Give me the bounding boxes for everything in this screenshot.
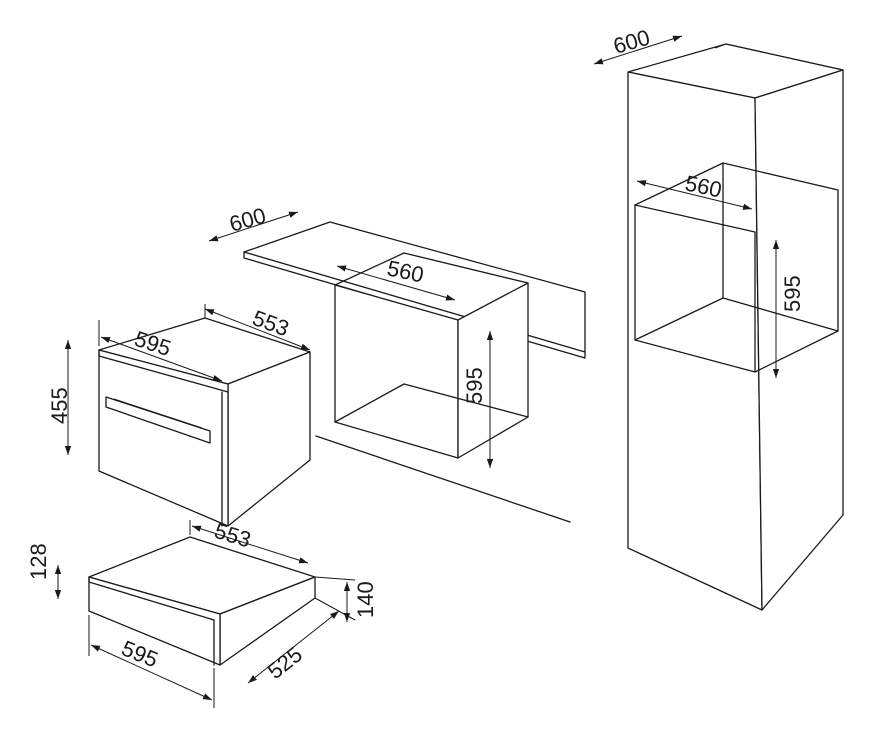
drawer-recess-depth-label: 525: [263, 642, 307, 684]
drawer-width-label: 595: [118, 635, 161, 672]
niche-height-label: 595: [462, 367, 487, 404]
tall-cabinet-top-back-edge: [714, 43, 844, 71]
tall-niche-floor-front: [634, 297, 724, 341]
oven-handle-highlight: [113, 398, 203, 429]
tall-depth-dimension: [593, 35, 683, 65]
drawer-total-height-label: 140: [353, 581, 378, 618]
tall-cabinet-side: [754, 69, 844, 611]
drawer-recess-depth-dimension: [247, 610, 340, 684]
drawer-front-top-rim: [88, 576, 215, 621]
tall-depth-label: 600: [610, 25, 652, 59]
niche-width-dimension: [336, 265, 456, 301]
niche-floor-left-edge: [334, 383, 405, 423]
oven: 455 595 553: [47, 304, 311, 527]
drawer-extension-top-right: [314, 576, 356, 581]
floor-line: [315, 435, 571, 523]
niche-top-back-edge: [403, 252, 529, 284]
tall-niche-floor-back: [722, 297, 839, 332]
niche-front: [334, 284, 459, 459]
counter-depth-dimension: [208, 211, 299, 242]
drawer-front-height-label: 128: [26, 543, 51, 580]
niche-floor-back-edge: [403, 383, 529, 418]
drawer-extension-bottom-right: [314, 597, 356, 621]
oven-width-dimension: [100, 336, 223, 382]
warming-drawer: 128 553 140 525 595: [26, 518, 378, 708]
counter-depth-label: 600: [226, 203, 268, 237]
tall-niche-height-label: 595: [780, 275, 805, 312]
under-counter-niche: 600 560 595: [208, 203, 586, 523]
oven-height-label: 455: [47, 387, 72, 424]
tall-niche-width-dimension: [636, 180, 753, 210]
drawer-depth-dimension: [191, 525, 309, 564]
drawer-width-dimension: [90, 644, 213, 701]
tall-cabinet: 600 560 595: [593, 25, 844, 611]
oven-depth-dimension: [204, 308, 311, 351]
tall-niche-back: [634, 162, 839, 373]
drawer-front: [88, 576, 221, 666]
